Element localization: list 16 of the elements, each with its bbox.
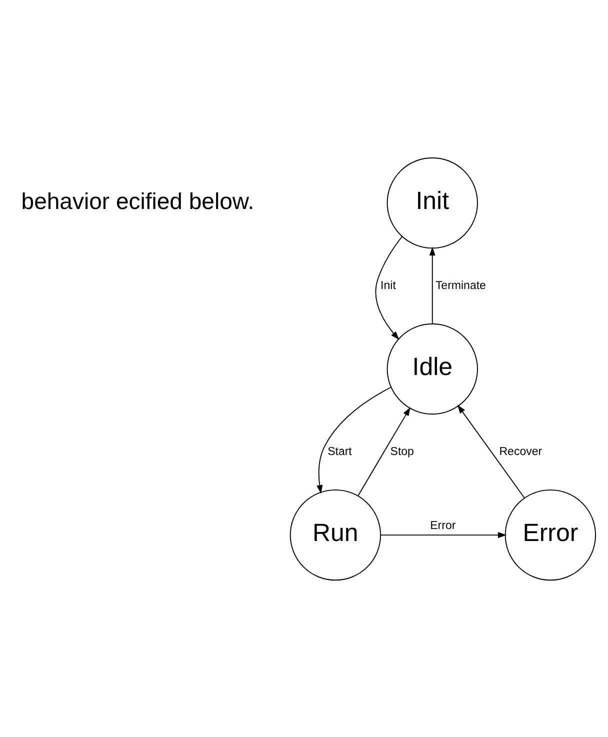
- arrow: [375, 236, 403, 340]
- node-circle: Init: [386, 156, 478, 248]
- node-circle: Run: [290, 488, 382, 580]
- edge-label: Stop: [390, 446, 414, 458]
- label: behavior ecified below.: [21, 187, 254, 214]
- edge-label: Start: [328, 446, 352, 458]
- arrow: [380, 532, 507, 538]
- edge-label: Init: [380, 279, 396, 292]
- edge-label: Error: [430, 519, 456, 532]
- node-circle: Error: [504, 488, 596, 580]
- arrow: [358, 406, 410, 496]
- arrow: [316, 386, 392, 494]
- edge-label: Recover: [499, 446, 542, 458]
- arrow: [429, 246, 436, 324]
- arrow: [457, 404, 525, 498]
- edge-label: Terminate: [435, 279, 486, 292]
